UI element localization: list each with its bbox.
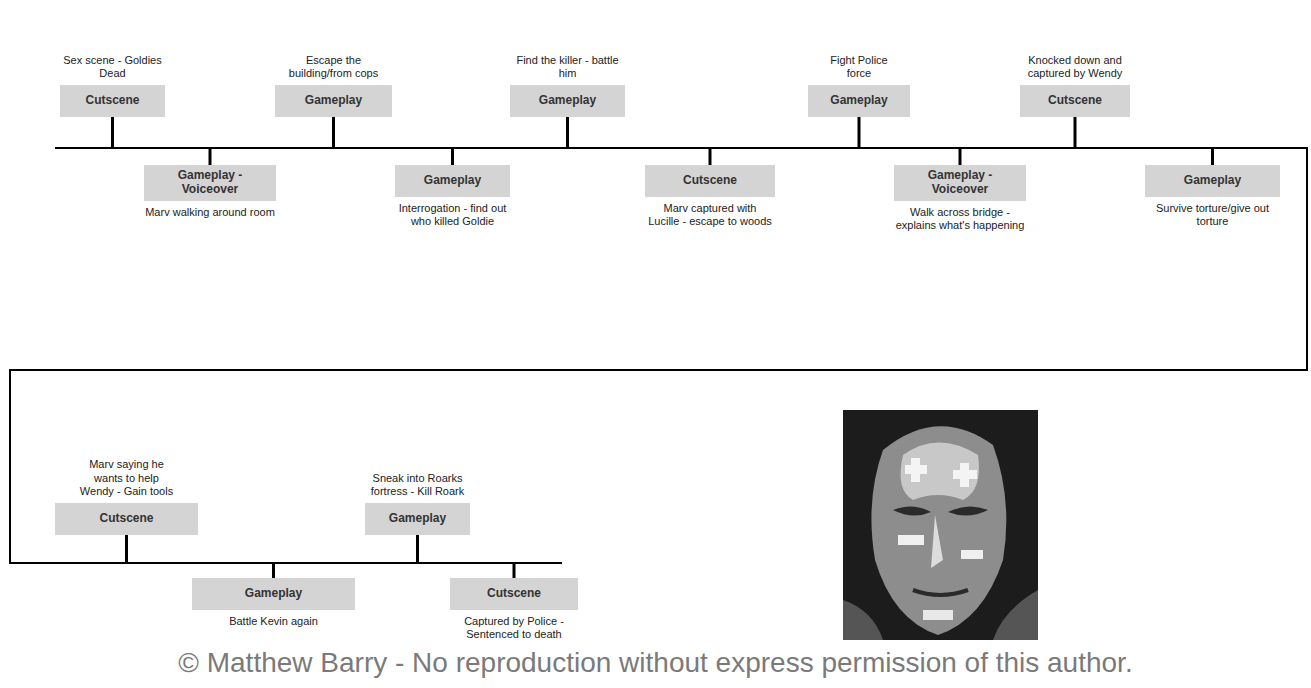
- mouth: [913, 590, 968, 595]
- left-eye: [893, 506, 931, 515]
- forehead-light: [901, 443, 979, 501]
- timeline-box: Gameplay - VoiceoverMarv walking around …: [144, 165, 276, 201]
- box-label: Gameplay: [1184, 174, 1241, 188]
- event-caption: Sneak into Roarks fortress - Kill Roark: [363, 472, 473, 498]
- bandage: [898, 535, 924, 545]
- event-caption: Captured by Police - Sentenced to death: [452, 615, 577, 641]
- coat: [843, 600, 883, 640]
- timeline-tick: [513, 563, 516, 578]
- box-label: Gameplay - Voiceover: [900, 169, 1020, 197]
- photo-ground: [843, 410, 1038, 640]
- timeline-box: GameplaySneak into Roarks fortress - Kil…: [365, 503, 470, 535]
- bandage: [923, 610, 953, 620]
- event-caption: Survive torture/give out torture: [1148, 202, 1278, 228]
- nose-light: [931, 515, 943, 568]
- right-eye: [948, 506, 988, 515]
- timeline-tick: [416, 535, 419, 563]
- box-label: Gameplay: [539, 94, 596, 108]
- box-label: Gameplay: [245, 587, 302, 601]
- event-caption: Marv captured with Lucille - escape to w…: [648, 202, 773, 228]
- face-shape: [871, 426, 1006, 635]
- box-label: Cutscene: [1048, 94, 1102, 108]
- box-label: Gameplay - Voiceover: [150, 169, 270, 197]
- timeline-tick: [1211, 148, 1214, 165]
- bandage: [960, 463, 969, 487]
- timeline-line: [10, 148, 1307, 563]
- timeline-tick: [858, 117, 861, 148]
- box-label: Gameplay: [830, 94, 887, 108]
- box-label: Gameplay: [389, 512, 446, 526]
- event-caption: Escape the building/from cops: [289, 54, 379, 80]
- timeline-box: Gameplay - VoiceoverWalk across bridge -…: [894, 165, 1026, 201]
- timeline-tick: [1074, 117, 1077, 148]
- box-label: Cutscene: [683, 174, 737, 188]
- timeline-box: GameplayInterrogation - find out who kil…: [395, 165, 510, 197]
- box-label: Cutscene: [85, 94, 139, 108]
- timeline-box: GameplayFight Police force: [808, 85, 910, 117]
- timeline-tick: [566, 117, 569, 148]
- timeline-tick: [709, 148, 712, 165]
- event-caption: Battle Kevin again: [204, 615, 344, 628]
- event-caption: Walk across bridge - explains what's hap…: [895, 206, 1025, 232]
- box-label: Gameplay: [305, 94, 362, 108]
- event-caption: Find the killer - battle him: [513, 54, 623, 80]
- event-caption: Interrogation - find out who killed Gold…: [393, 202, 513, 228]
- timeline-tick: [111, 117, 114, 148]
- timeline-box: GameplaySurvive torture/give out torture: [1145, 165, 1280, 197]
- timeline-box: CutsceneKnocked down and captured by Wen…: [1020, 85, 1130, 117]
- box-label: Cutscene: [487, 587, 541, 601]
- box-label: Gameplay: [424, 174, 481, 188]
- timeline-box: CutsceneCaptured by Police - Sentenced t…: [450, 578, 578, 610]
- timeline-tick: [272, 563, 275, 578]
- timeline-box: CutsceneMarv captured with Lucille - esc…: [645, 165, 775, 197]
- bandage: [961, 550, 983, 559]
- timeline-tick: [959, 148, 962, 165]
- timeline-box: CutsceneMarv saying he wants to help Wen…: [55, 503, 198, 535]
- bandage: [911, 458, 920, 482]
- copyright-watermark: © Matthew Barry - No reproduction withou…: [178, 648, 1132, 679]
- event-caption: Fight Police force: [819, 54, 899, 80]
- event-caption: Marv walking around room: [140, 206, 280, 219]
- timeline-box: GameplayBattle Kevin again: [192, 578, 355, 610]
- event-caption: Marv saying he wants to help Wendy - Gai…: [77, 458, 177, 498]
- portrait-photo: [843, 410, 1038, 640]
- timeline-tick: [451, 148, 454, 165]
- coat: [993, 590, 1038, 640]
- timeline-tick: [332, 117, 335, 148]
- box-label: Cutscene: [99, 512, 153, 526]
- timeline-box: CutsceneSex scene - Goldies Dead: [60, 85, 165, 117]
- timeline-tick: [209, 148, 212, 165]
- timeline-tick: [125, 535, 128, 563]
- event-caption: Sex scene - Goldies Dead: [63, 54, 163, 80]
- timeline-box: GameplayEscape the building/from cops: [275, 85, 392, 117]
- timeline-box: GameplayFind the killer - battle him: [510, 85, 625, 117]
- event-caption: Knocked down and captured by Wendy: [1025, 54, 1125, 80]
